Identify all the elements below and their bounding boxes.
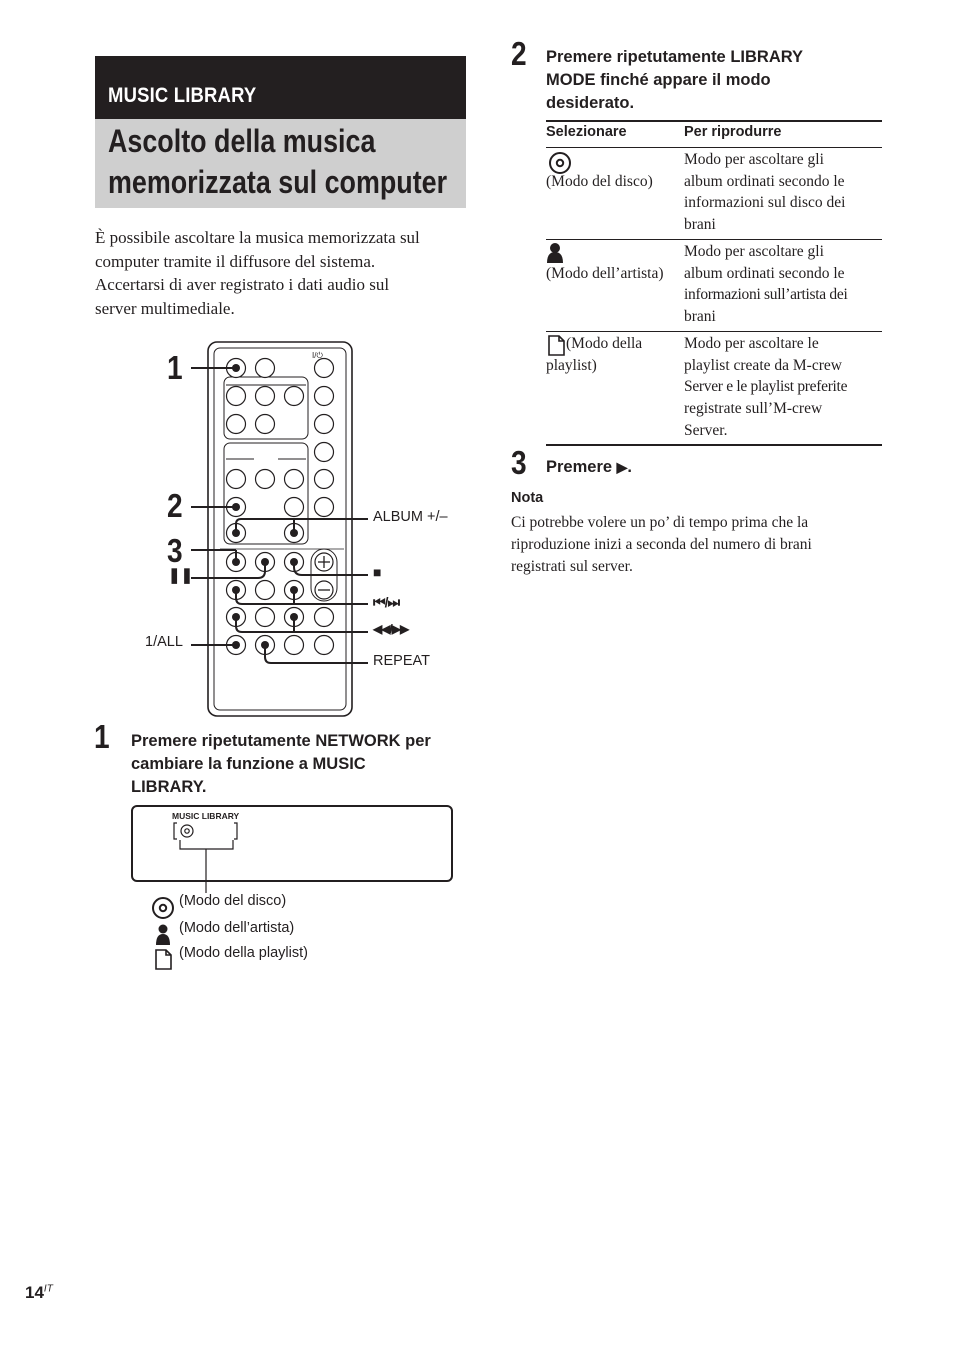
remote-control-illustration: I/⏻: [191, 341, 368, 717]
callout-repeat: REPEAT: [373, 653, 430, 669]
legend-playlist-mode: (Modo della playlist): [179, 945, 308, 961]
table-row-1-play: Modo per ascoltare gli album ordinati se…: [684, 149, 845, 236]
artist-icon: [156, 924, 170, 945]
note-text: Ci potrebbe volere un po’ di tempo prima…: [511, 512, 812, 578]
table-cell-text: playlist): [546, 357, 597, 374]
step-3-text: Premere ▶.: [546, 456, 632, 479]
table-rule: [546, 120, 882, 122]
table-header-play: Per riprodurre: [684, 124, 782, 140]
table-cell-text: informazioni sul disco dei: [684, 194, 846, 212]
pause-symbol: ❚❚: [168, 567, 194, 584]
table-cell-text: Modo per ascoltare gli: [684, 151, 824, 168]
table-row-3-play: Modo per ascoltare le playlist create da…: [684, 333, 847, 442]
display-label: MUSIC LIBRARY: [172, 811, 240, 821]
step-2-text: Premere ripetutamente LIBRARY MODE finch…: [546, 46, 803, 115]
disc-icon: [152, 897, 174, 919]
table-cell-text: (Modo del disco): [546, 173, 653, 190]
callout-stop: ■: [373, 564, 382, 580]
step-3-text-main: Premere: [546, 458, 617, 476]
artist-icon: [547, 243, 563, 263]
section-label: MUSIC LIBRARY: [108, 84, 257, 107]
page-number: 14IT: [25, 1283, 53, 1303]
step-1-line: cambiare la funzione a MUSIC: [131, 755, 366, 773]
power-label: I/⏻: [312, 351, 323, 360]
callout-all: 1/ALL: [145, 634, 183, 650]
table-rule: [546, 239, 882, 240]
section-header-bar: [95, 56, 466, 119]
figure-marker-3: 3: [167, 532, 183, 569]
step-3-text-end: .: [627, 458, 633, 476]
step-1-line: LIBRARY.: [131, 778, 207, 796]
note-line: riproduzione inizi a seconda del numero …: [511, 536, 812, 553]
note-heading: Nota: [511, 490, 544, 506]
callout-scan: ◀◀/▶▶: [373, 622, 409, 636]
table-cell-text: brani: [684, 216, 716, 234]
table-rule: [546, 444, 882, 446]
table-cell-text: registrate sull’M-crew: [684, 400, 823, 418]
table-row-2-play: Modo per ascoltare gli album ordinati se…: [684, 241, 848, 328]
intro-line: È possibile ascoltare la musica memorizz…: [95, 228, 420, 247]
intro-line: Accertarsi di aver registrato i dati aud…: [95, 275, 390, 295]
step-1-text: Premere ripetutamente NETWORK per cambia…: [131, 730, 431, 799]
table-row-1-select: (Modo del disco): [546, 171, 653, 193]
display-panel: [131, 805, 453, 882]
callout-skip: ⏮/⏭: [373, 594, 400, 610]
table-cell-text: Server e le playlist preferite: [684, 378, 848, 396]
playlist-icon: [548, 335, 565, 356]
page-title-line-2: memorizzata sul computer: [108, 164, 448, 200]
note-line: registrati sul server.: [511, 558, 633, 575]
step-2-number: 2: [511, 35, 527, 72]
table-cell-text: (Modo della: [566, 335, 643, 352]
step-2-line: MODE finché appare il modo: [546, 71, 771, 89]
legend-disc-mode: (Modo del disco): [179, 893, 287, 909]
intro-line: computer tramite il diffusore del sistem…: [95, 251, 376, 271]
page-title-line-1: Ascolto della musica: [108, 123, 376, 159]
step-1-number: 1: [94, 718, 110, 755]
figure-marker-1: 1: [167, 349, 183, 386]
disc-icon: [549, 152, 571, 174]
play-icon: ▶: [616, 459, 628, 475]
table-cell-text: Server.: [684, 421, 728, 439]
display-legend-lines: [152, 822, 238, 970]
table-cell-text: informazioni sull’artista dei: [684, 286, 848, 304]
page-number-value: 14: [25, 1283, 44, 1302]
table-header-select: Selezionare: [546, 124, 627, 140]
table-cell-text: album ordinati secondo le: [684, 264, 845, 282]
table-row-3-select: (Modo della: [566, 333, 642, 355]
legend-artist-mode: (Modo dell’artista): [179, 920, 295, 936]
table-cell-text: Modo per ascoltare gli: [684, 243, 824, 260]
note-line: Ci potrebbe volere un po’ di tempo prima…: [511, 514, 809, 531]
table-rule: [546, 331, 882, 332]
intro-line: server multimediale.: [95, 299, 235, 319]
figure-marker-2: 2: [167, 487, 183, 524]
step-1-line: Premere ripetutamente NETWORK per: [131, 732, 431, 750]
table-cell-text: brani: [684, 308, 716, 326]
table-rule: [546, 147, 882, 148]
page-number-suffix: IT: [43, 1283, 53, 1295]
table-cell-text: Modo per ascoltare le: [684, 335, 819, 352]
table-row-2-select: (Modo dell’artista): [546, 263, 664, 285]
table-cell-text: playlist create da M-crew: [684, 356, 842, 374]
table-row-3-select-cont: playlist): [546, 355, 597, 377]
callout-album: ALBUM +/–: [373, 509, 448, 525]
step-3-number: 3: [511, 444, 527, 481]
playlist-icon: [155, 949, 172, 970]
title-box: [95, 119, 466, 208]
step-2-line: Premere ripetutamente LIBRARY: [546, 48, 804, 66]
step-2-line: desiderato.: [546, 94, 635, 112]
intro-paragraph: È possibile ascoltare la musica memorizz…: [95, 226, 475, 321]
table-cell-text: (Modo dell’artista): [546, 265, 664, 282]
table-cell-text: album ordinati secondo le: [684, 172, 845, 190]
